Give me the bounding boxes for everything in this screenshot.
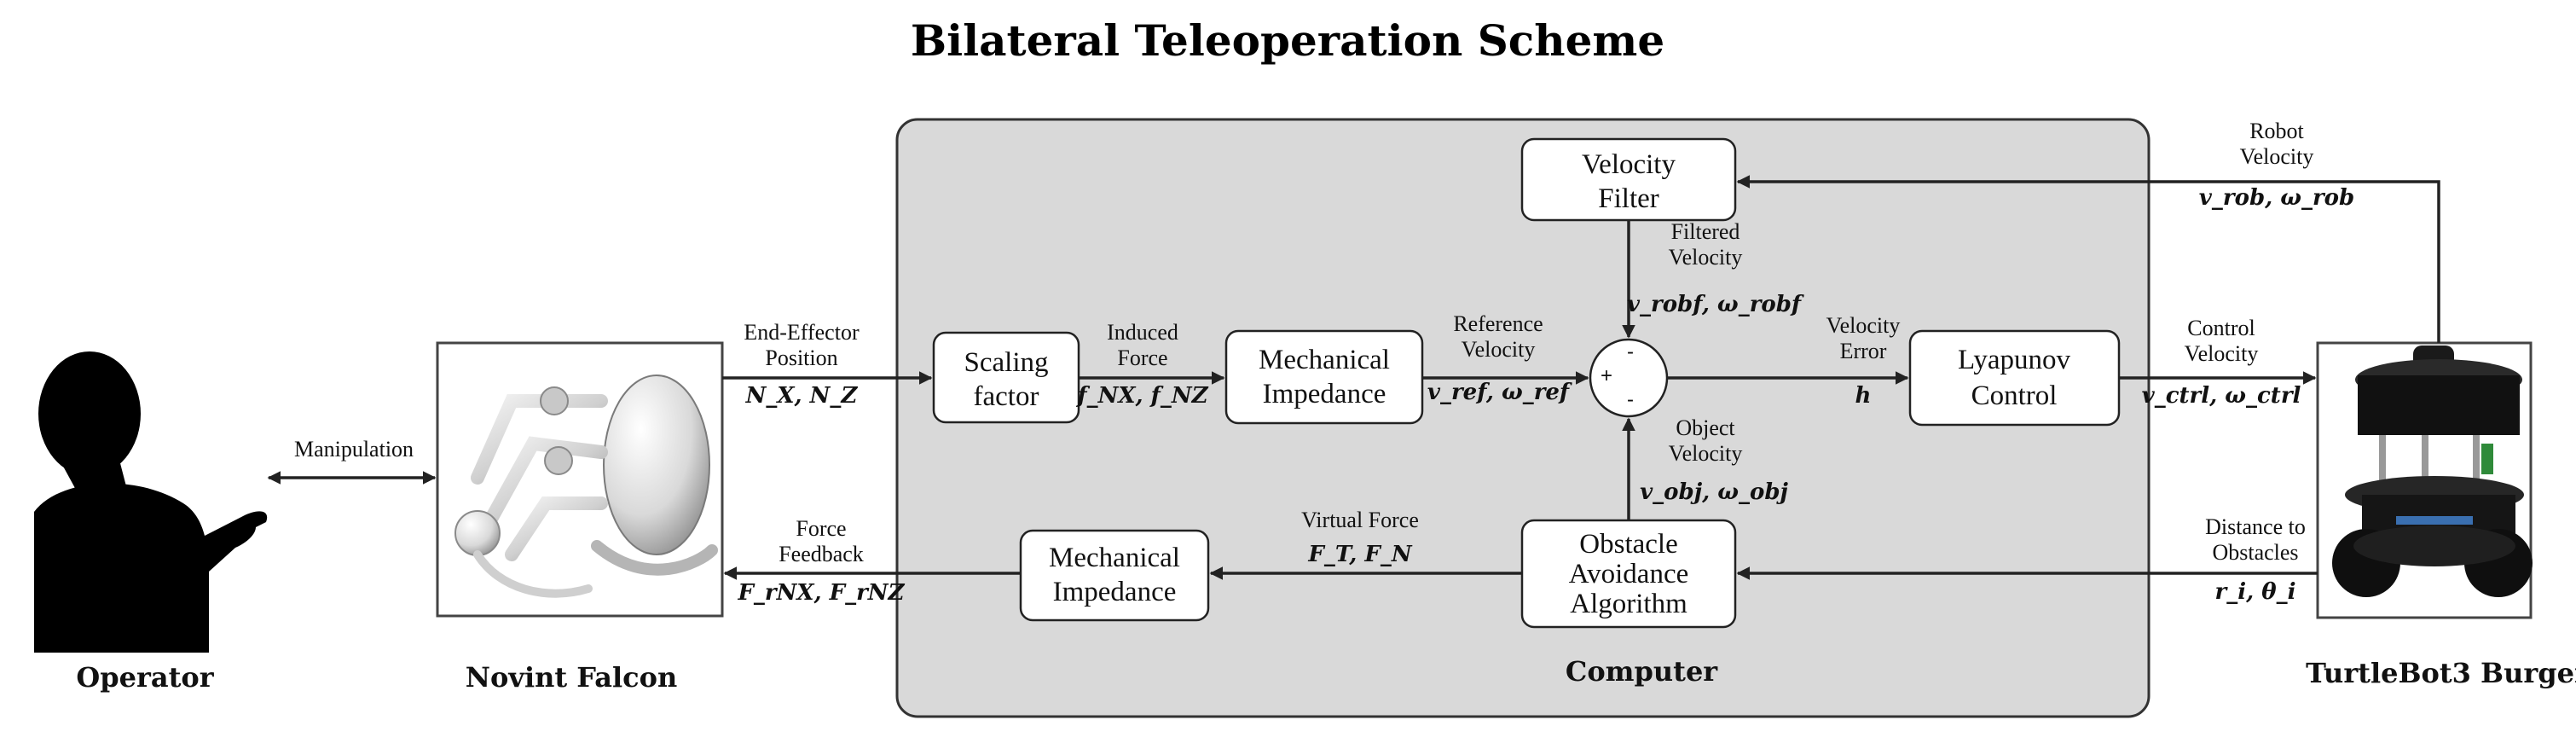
robot-velocity-label-2: Velocity: [2240, 144, 2314, 169]
induced-force-label-1: Induced: [1107, 320, 1178, 345]
sum-sign-left: +: [1601, 364, 1612, 387]
obstacle-line2: Avoidance: [1569, 559, 1689, 589]
distance-obstacles-var: r_i, θ_i: [2215, 579, 2296, 605]
lyapunov-control-block: Lyapunov Control: [1908, 329, 2121, 427]
control-velocity-label-1: Control: [2187, 316, 2255, 340]
obstacle-line1: Obstacle: [1579, 529, 1677, 560]
sum-sign-top: -: [1627, 340, 1634, 363]
force-feedback-label-1: Force: [796, 516, 846, 541]
object-velocity-var: v_obj, ω_obj: [1640, 479, 1788, 505]
novint-falcon-device-icon: [454, 374, 718, 598]
induced-force-label-2: Force: [1117, 345, 1167, 370]
scaling-factor-line2: factor: [974, 381, 1039, 412]
manipulation-label: Manipulation: [294, 437, 414, 462]
lyapunov-line1: Lyapunov: [1958, 345, 2070, 375]
mech-impedance-top-line2: Impedance: [1263, 379, 1386, 409]
mech-impedance-top-line1: Mechanical: [1259, 345, 1390, 375]
force-feedback-var: F_rNX, F_rNZ: [737, 580, 905, 606]
reference-velocity-label-1: Reference: [1453, 311, 1543, 336]
object-velocity-label-2: Velocity: [1669, 441, 1743, 466]
turtlebot-robot-icon: [2332, 345, 2533, 597]
end-effector-var: N_X, N_Z: [745, 383, 859, 409]
summing-junction: - + -: [1589, 338, 1669, 418]
lyapunov-line2: Control: [1971, 380, 2058, 411]
velocity-filter-block: Velocity Filter: [1520, 137, 1737, 222]
velocity-error-label-2: Error: [1840, 339, 1887, 363]
diagram-title: Bilateral Teleoperation Scheme: [911, 15, 1664, 66]
reference-velocity-label-2: Velocity: [1462, 337, 1536, 362]
scaling-factor-block: Scaling factor: [932, 331, 1080, 424]
distance-obstacles-label-1: Distance to: [2205, 514, 2306, 539]
obstacle-line3: Algorithm: [1570, 589, 1687, 619]
distance-obstacles-label-2: Obstacles: [2212, 540, 2298, 565]
virtual-force-label: Virtual Force: [1301, 508, 1419, 532]
induced-force-var: f_NX, f_NZ: [1075, 383, 1208, 409]
operator-silhouette-icon: [34, 351, 268, 653]
computer-caption: Computer: [1566, 655, 1718, 688]
control-velocity-label-2: Velocity: [2185, 341, 2259, 366]
sum-sign-bottom: -: [1627, 388, 1634, 411]
scaling-factor-line1: Scaling: [964, 347, 1049, 378]
filtered-velocity-label-1: Filtered: [1671, 219, 1740, 244]
filtered-velocity-label-2: Velocity: [1669, 245, 1743, 270]
falcon-caption: Novint Falcon: [466, 661, 677, 694]
filtered-velocity-var: v_robf, ω_robf: [1627, 292, 1804, 317]
operator-caption: Operator: [76, 661, 214, 694]
obstacle-avoidance-block: Obstacle Avoidance Algorithm: [1520, 519, 1737, 629]
reference-velocity-var: v_ref, ω_ref: [1427, 380, 1572, 405]
end-effector-label-1: End-Effector: [744, 320, 860, 345]
object-velocity-label-1: Object: [1676, 415, 1735, 440]
robot-velocity-arrow: [1736, 175, 2440, 343]
mech-impedance-bottom-line2: Impedance: [1053, 577, 1177, 607]
force-feedback-label-2: Feedback: [779, 542, 864, 566]
mechanical-impedance-bottom-block: Mechanical Impedance: [1019, 529, 1210, 622]
velocity-filter-line1: Velocity: [1582, 149, 1676, 180]
mechanical-impedance-top-block: Mechanical Impedance: [1224, 329, 1424, 425]
mech-impedance-bottom-line1: Mechanical: [1049, 543, 1180, 573]
robot-velocity-label-1: Robot: [2249, 119, 2304, 143]
velocity-error-var: h: [1855, 383, 1872, 409]
robot-velocity-var: v_rob, ω_rob: [2199, 185, 2354, 211]
control-velocity-var: v_ctrl, ω_ctrl: [2142, 383, 2301, 409]
velocity-error-label-1: Velocity: [1826, 313, 1901, 338]
turtlebot-caption: TurtleBot3 Burger: [2306, 657, 2576, 689]
end-effector-label-2: Position: [765, 345, 837, 370]
velocity-filter-line2: Filter: [1598, 183, 1659, 214]
virtual-force-var: F_T, F_N: [1307, 542, 1413, 567]
